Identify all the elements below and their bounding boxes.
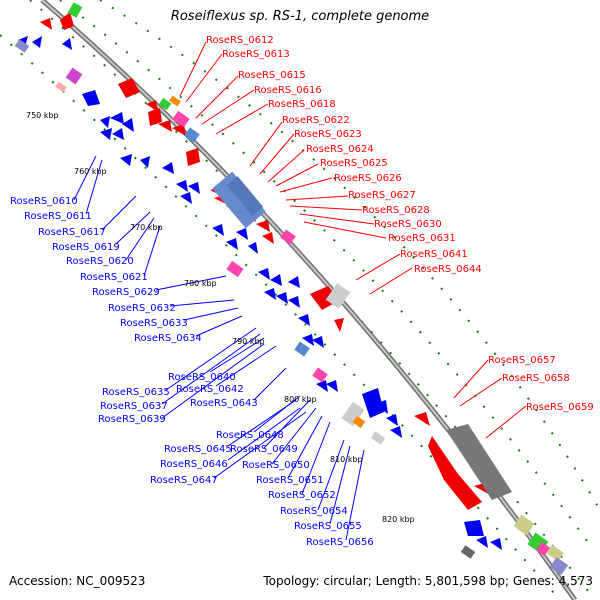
gene-label-0632: RoseRS_0632	[108, 303, 176, 314]
gene-label-0630: RoseRS_0630	[374, 219, 442, 230]
gene-label-0647: RoseRS_0647	[150, 475, 218, 486]
gene-label-0610: RoseRS_0610	[10, 196, 78, 207]
gene-label-0612: RoseRS_0612	[206, 35, 274, 46]
gene-label-0623: RoseRS_0623	[294, 129, 362, 140]
gene-label-0657: RoseRS_0657	[488, 355, 556, 366]
gene-label-0650: RoseRS_0650	[242, 460, 310, 471]
tick-750: 750 kbp	[26, 111, 59, 120]
gene-label-0658: RoseRS_0658	[502, 373, 570, 384]
scale-ticks: 750 kbp 760 kbp 770 kbp 780 kbp 790 kbp …	[26, 111, 415, 524]
gene-label-0656: RoseRS_0656	[306, 537, 374, 548]
gene-label-0628: RoseRS_0628	[362, 205, 430, 216]
reverse-gene-labels: RoseRS_0610 RoseRS_0611 RoseRS_0617 Rose…	[10, 196, 374, 548]
gene-label-0646: RoseRS_0646	[160, 459, 228, 470]
outer-dotted-track	[99, 0, 600, 511]
gene-label-0620: RoseRS_0620	[66, 256, 134, 267]
gene-label-0659: RoseRS_0659	[526, 402, 594, 413]
tick-760: 760 kbp	[74, 167, 107, 176]
tick-810: 810 kbp	[330, 455, 363, 464]
gene-label-0652: RoseRS_0652	[268, 490, 336, 501]
gene-label-0613: RoseRS_0613	[222, 49, 290, 60]
gene-label-0648: RoseRS_0648	[216, 430, 284, 441]
gene-label-0618: RoseRS_0618	[268, 99, 336, 110]
gene-label-0651: RoseRS_0651	[256, 475, 324, 486]
gene-label-0640: RoseRS_0640	[168, 372, 236, 383]
tick-790: 790 kbp	[232, 337, 265, 346]
gene-label-0645: RoseRS_0645	[164, 444, 232, 455]
gene-label-0635: RoseRS_0635	[102, 387, 170, 398]
reverse-genes	[18, 36, 502, 550]
gene-label-0639: RoseRS_0639	[98, 414, 166, 425]
tick-800: 800 kbp	[284, 395, 317, 404]
tick-770: 770 kbp	[130, 223, 163, 232]
tick-820: 820 kbp	[382, 515, 415, 524]
gene-label-0654: RoseRS_0654	[280, 506, 348, 517]
forward-gene-labels: RoseRS_0612 RoseRS_0613 RoseRS_0615 Rose…	[206, 35, 594, 413]
gene-label-0626: RoseRS_0626	[334, 173, 402, 184]
feature-blocks	[14, 2, 569, 575]
gene-label-0621: RoseRS_0621	[80, 272, 148, 283]
gene-label-0642: RoseRS_0642	[176, 384, 244, 395]
gene-label-0625: RoseRS_0625	[320, 158, 388, 169]
gene-label-0633: RoseRS_0633	[120, 318, 188, 329]
gene-label-0619: RoseRS_0619	[52, 242, 120, 253]
gene-label-0615: RoseRS_0615	[238, 70, 306, 81]
gene-label-0624: RoseRS_0624	[306, 144, 374, 155]
gene-label-0611: RoseRS_0611	[24, 211, 92, 222]
tick-780: 780 kbp	[184, 279, 217, 288]
gene-label-0629: RoseRS_0629	[92, 287, 160, 298]
map-title: Roseiflexus sp. RS-1, complete genome	[170, 9, 430, 24]
gene-label-0634: RoseRS_0634	[134, 333, 202, 344]
gene-label-0617: RoseRS_0617	[38, 227, 106, 238]
gene-label-0643: RoseRS_0643	[190, 398, 258, 409]
gene-label-0616: RoseRS_0616	[254, 85, 322, 96]
forward-leaders	[179, 41, 527, 439]
gene-label-0649: RoseRS_0649	[230, 444, 298, 455]
gene-label-0644: RoseRS_0644	[414, 264, 482, 275]
gene-label-0631: RoseRS_0631	[388, 233, 456, 244]
gene-label-0641: RoseRS_0641	[400, 249, 468, 260]
inner-dotted-track	[29, 0, 596, 600]
accession-text: Accession: NC_009523	[9, 574, 146, 588]
genome-backbone-highlight	[41, 0, 576, 600]
gene-label-0637: RoseRS_0637	[100, 401, 168, 412]
gene-label-0627: RoseRS_0627	[348, 190, 416, 201]
reverse-leaders	[73, 155, 365, 541]
genome-summary-text: Topology: circular; Length: 5,801,598 bp…	[263, 574, 593, 588]
gene-label-0655: RoseRS_0655	[294, 521, 362, 532]
gene-label-0622: RoseRS_0622	[282, 115, 350, 126]
